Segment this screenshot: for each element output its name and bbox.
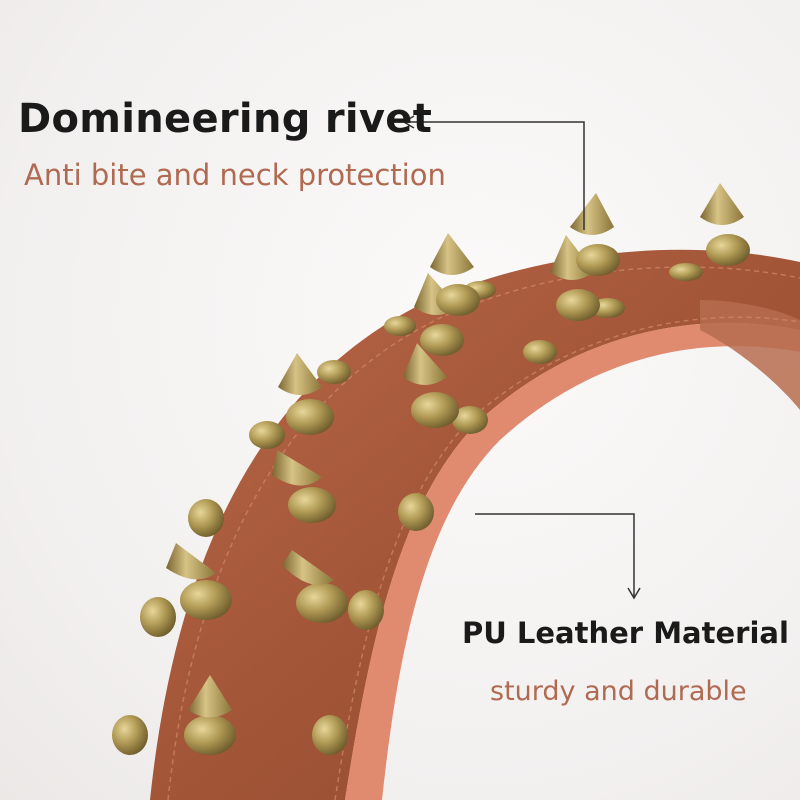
material-title: PU Leather Material (462, 616, 789, 650)
rivet-title: Domineering rivet (18, 96, 433, 142)
callout-line-material (475, 513, 641, 600)
spike-rivets (166, 183, 750, 755)
callout-line-rivet (402, 115, 585, 230)
material-subtitle: sturdy and durable (490, 676, 747, 707)
leather-collar (150, 249, 800, 800)
flat-studs (112, 263, 703, 755)
rivet-subtitle: Anti bite and neck protection (24, 158, 446, 192)
